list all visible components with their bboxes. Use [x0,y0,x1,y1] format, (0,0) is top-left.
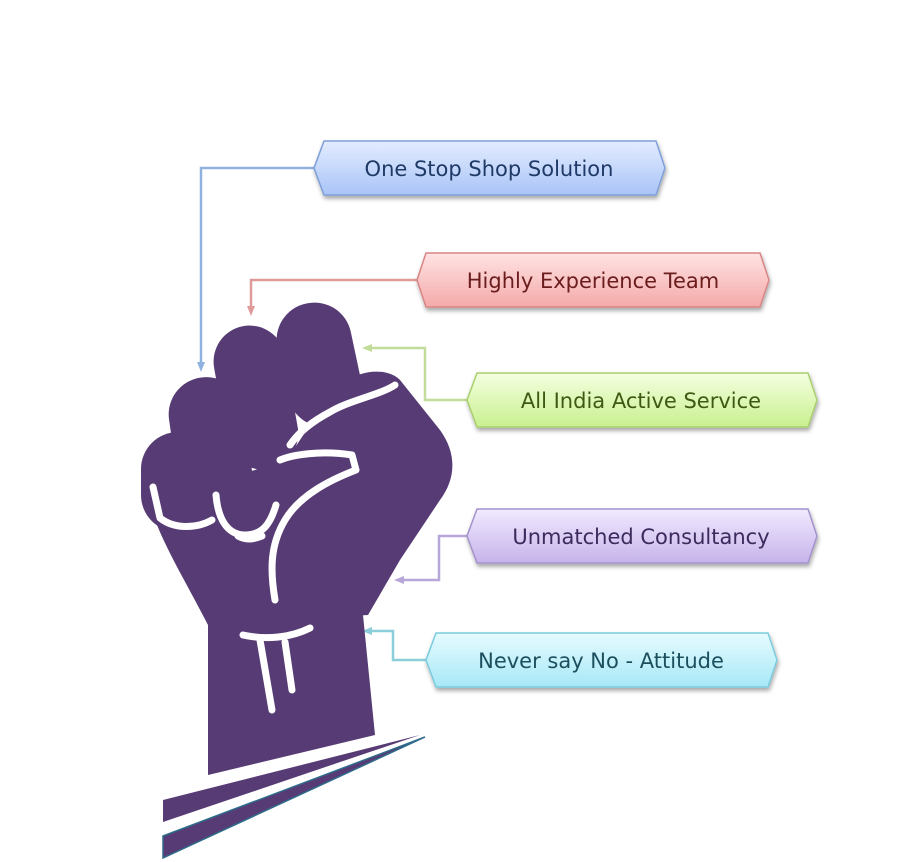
connector-all-india [368,346,472,402]
label-box-one-stop-shop: One Stop Shop Solution [313,140,666,196]
connector-unmatched [400,534,472,582]
fist-finger-4 [276,302,363,427]
label-box-highly-experience: Highly Experience Team [416,252,770,308]
raised-fist-icon [141,302,453,860]
label-box-unmatched: Unmatched Consultancy [466,508,818,564]
fist-finger-3 [213,325,299,470]
fist-sleeve-stripe-1 [163,735,420,822]
label-never-say-no: Never say No - Attitude [478,649,724,673]
label-box-all-india: All India Active Service [466,372,818,428]
connector-never-say-no-arrow [362,627,372,635]
connector-all-india-arrow [362,344,372,352]
label-unmatched: Unmatched Consultancy [512,525,769,549]
connectors [197,166,472,662]
connector-one-stop-shop [199,166,318,368]
connector-never-say-no [368,629,430,662]
connector-one-stop-shop-arrow [197,362,205,372]
connector-highly-experience-arrow [247,306,255,316]
connector-unmatched-arrow [394,576,404,584]
label-box-never-say-no: Never say No - Attitude [425,632,778,688]
label-one-stop-shop: One Stop Shop Solution [365,157,614,181]
label-all-india: All India Active Service [521,389,761,413]
label-highly-experience: Highly Experience Team [467,269,720,293]
fist-outline-lines [149,381,399,714]
fist-sleeve-stripe-2 [162,736,426,860]
connector-highly-experience [249,278,421,312]
